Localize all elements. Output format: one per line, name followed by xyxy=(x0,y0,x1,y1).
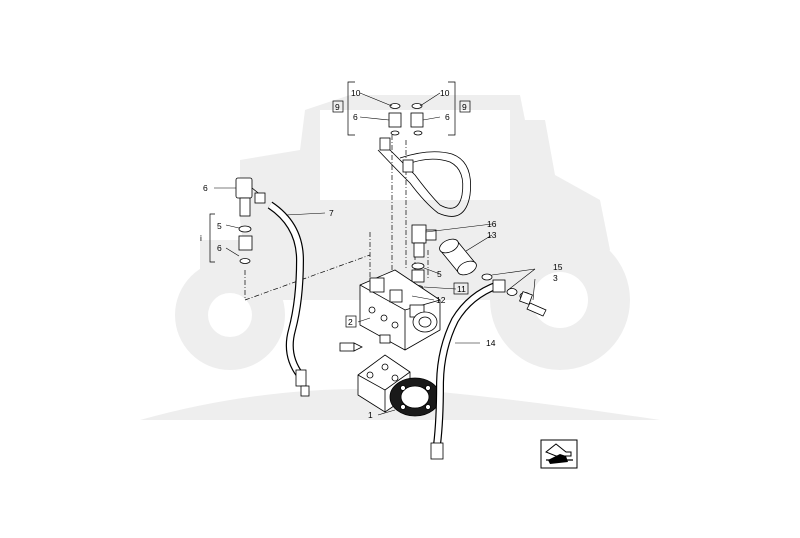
label-11: 11 xyxy=(457,284,466,294)
small-fitting xyxy=(339,342,363,352)
label-12: 12 xyxy=(436,295,446,305)
label-9-left: 9 xyxy=(335,102,340,112)
label-13: 13 xyxy=(487,230,497,240)
label-6-lower-left: 6 xyxy=(217,243,222,253)
top-fittings xyxy=(388,103,424,136)
label-6-left: 6 xyxy=(203,183,208,193)
loop-pipe xyxy=(377,137,471,217)
label-7: 7 xyxy=(329,208,334,218)
valve-block xyxy=(359,269,441,351)
label-10-right: 10 xyxy=(440,88,450,98)
label-6-top-right: 6 xyxy=(445,112,450,122)
tractor-watermark-highlights xyxy=(208,110,588,337)
label-16: 16 xyxy=(487,219,497,229)
previous-section-arrow-icon[interactable] xyxy=(540,439,578,469)
label-14: 14 xyxy=(486,338,496,348)
steering-unit xyxy=(357,354,441,417)
hose-7 xyxy=(267,201,310,397)
label-5-left: 5 xyxy=(217,221,222,231)
part-labels: 10 9 6 10 9 6 6 7 5 i 6 16 13 5 11 12 15… xyxy=(200,88,563,420)
label-9-left-box xyxy=(332,100,344,113)
label-9-right-box xyxy=(459,100,471,113)
label-i: i xyxy=(200,233,202,243)
label-6-top-left: 6 xyxy=(353,112,358,122)
label-11-box xyxy=(453,282,469,295)
label-15: 15 xyxy=(553,262,563,272)
bolt-and-washers xyxy=(506,288,547,317)
label-1: 1 xyxy=(368,410,373,420)
right-fittings xyxy=(411,224,437,291)
hose-14 xyxy=(430,279,506,460)
label-2: 2 xyxy=(348,317,353,327)
label-3: 3 xyxy=(553,273,558,283)
filter-13 xyxy=(439,238,493,281)
label-2-box xyxy=(345,315,357,328)
label-10-left: 10 xyxy=(351,88,361,98)
brackets xyxy=(209,81,456,263)
label-9-right: 9 xyxy=(462,102,467,112)
label-5-right: 5 xyxy=(437,269,442,279)
left-fitting-stack xyxy=(235,177,266,264)
leader-lines xyxy=(214,92,536,416)
